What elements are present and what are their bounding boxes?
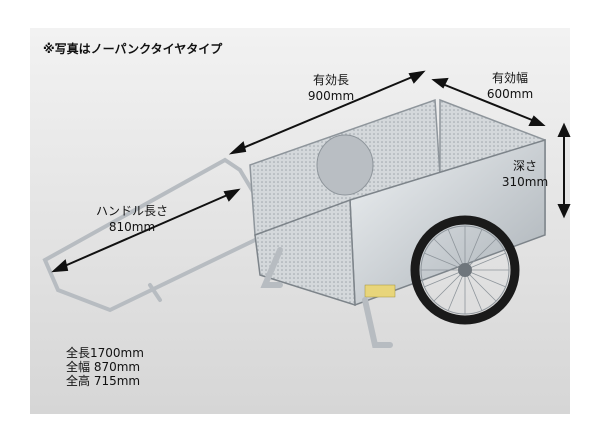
dimension-arrows <box>51 70 571 273</box>
spec-value: 1700mm <box>90 346 144 360</box>
spec-row-width: 全幅 870mm <box>66 360 144 374</box>
effective-width-value: 600mm <box>486 87 534 101</box>
effective-length-value: 900mm <box>307 89 355 103</box>
handle-length-title: ハンドル長さ <box>95 204 168 218</box>
cart-legs <box>260 247 393 348</box>
spec-row-length: 全長1700mm <box>66 346 144 360</box>
spec-label: 全高 <box>66 374 91 388</box>
handle-length-label: ハンドル長さ 810mm <box>84 203 180 235</box>
photo-note: ※写真はノーパンクタイヤタイプ <box>43 42 223 56</box>
spec-value: 715mm <box>90 374 141 388</box>
effective-width-label: 有効幅 600mm <box>478 70 542 102</box>
depth-label: 深さ 310mm <box>492 158 558 190</box>
effective-length-title: 有効長 <box>312 73 349 87</box>
depth-title: 深さ <box>512 159 537 173</box>
spec-row-height: 全高 715mm <box>66 374 144 388</box>
depth-value: 310mm <box>501 175 549 189</box>
spec-value: 870mm <box>90 360 141 374</box>
handle-length-value: 810mm <box>108 220 156 234</box>
front-wheel <box>410 215 520 325</box>
cart-handle <box>42 157 257 313</box>
spec-label: 全長 <box>66 346 91 360</box>
cart-bed <box>249 98 546 307</box>
effective-length-label: 有効長 900mm <box>296 72 366 104</box>
spec-label: 全幅 <box>66 360 91 374</box>
effective-width-title: 有効幅 <box>491 71 528 85</box>
overall-specs: 全長1700mm 全幅 870mm 全高 715mm <box>66 346 144 388</box>
